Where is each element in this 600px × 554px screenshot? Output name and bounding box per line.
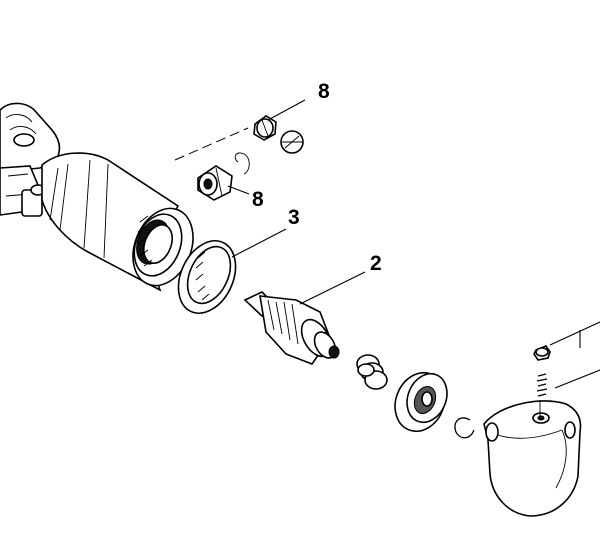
leader-2 <box>299 271 366 305</box>
callout-3: 3 <box>288 206 300 229</box>
callout-8-mid: 8 <box>252 188 264 211</box>
callout-2: 2 <box>370 252 382 275</box>
leader-8-top <box>267 99 306 121</box>
handle-set-screw <box>533 345 551 418</box>
circlip <box>454 417 475 439</box>
bracket-line-lower <box>554 369 600 389</box>
handle <box>483 400 582 517</box>
part-2-cartridge <box>243 291 340 365</box>
part-8-insert <box>197 152 250 201</box>
nut <box>394 371 448 433</box>
callout-8-top: 8 <box>318 80 330 103</box>
spring <box>356 354 388 390</box>
leader-8-mid <box>227 185 250 195</box>
center-line-upper <box>174 127 249 161</box>
bracket-line-upper <box>549 321 600 346</box>
part-8-screw-cap <box>253 115 304 154</box>
leader-3 <box>231 228 287 258</box>
valve-body <box>0 102 194 292</box>
part-3-ring <box>177 240 237 314</box>
